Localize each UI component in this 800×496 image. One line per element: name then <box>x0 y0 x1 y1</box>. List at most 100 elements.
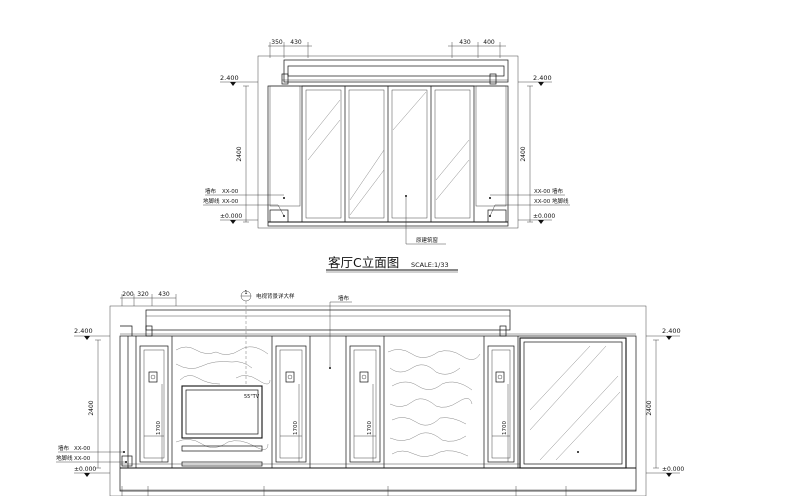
marble-vein <box>175 439 269 450</box>
wall-sconce-icon <box>285 371 295 383</box>
bottom-legend-label: 地脚线 <box>56 454 73 462</box>
top-bulkhead-end-right <box>489 73 497 85</box>
top-window-pane-4 <box>434 89 471 219</box>
marble-vein <box>389 432 467 442</box>
top-level-marker <box>538 220 544 224</box>
wall-note-text: 墙布 <box>338 294 350 302</box>
bottom-elevation: 1700 1700 1700 1700 <box>56 290 684 496</box>
top-level-top-left: 2.400 <box>220 74 239 82</box>
sconce-panel-inner <box>279 349 303 459</box>
top-legend-dot <box>283 215 285 217</box>
top-legend-code: XX-00 <box>222 189 239 195</box>
sconce-panel: 1700 <box>275 345 307 463</box>
top-glass-reflection <box>435 139 470 181</box>
sconce-height-label: 1700 <box>156 421 162 435</box>
bottom-room-outline <box>119 335 637 492</box>
bottom-height-label-left: 2400 <box>88 400 95 415</box>
top-legend-label: 墙布 <box>552 187 564 195</box>
top-bulkhead <box>283 59 509 83</box>
sconce-height-label: 1700 <box>367 421 373 435</box>
bottom-window-inner <box>523 341 623 465</box>
top-elevation: 350 430 430 400 2.400 ±0.000 2400 2.400 … <box>203 39 570 273</box>
wall-sconce-icon <box>495 371 505 383</box>
marble-vein <box>175 361 253 369</box>
top-level-bottom-left: ±0.000 <box>220 213 242 220</box>
top-level-top-right: 2.400 <box>533 74 552 82</box>
bottom-dim-label: 430 <box>158 291 170 298</box>
sconce-height-label: 1700 <box>502 421 508 435</box>
marble-vein <box>389 364 461 375</box>
top-legend-label: 墙布 <box>205 187 217 195</box>
wall-sconce-icon <box>359 371 369 383</box>
bottom-dim-label: 200 <box>122 291 134 298</box>
tv-size-label: 55"TV <box>244 394 260 400</box>
top-level-bottom-right: ±0.000 <box>533 213 555 220</box>
top-pilaster-right <box>475 85 507 207</box>
bottom-legend-label: 墙布 <box>58 444 70 452</box>
bottom-legend-dot <box>123 451 125 453</box>
sconce-panel: 1700 <box>349 345 381 463</box>
wall-sconce-bulb <box>287 374 293 380</box>
bottom-window-frame <box>519 337 627 469</box>
bottom-legend-code: XX-00 <box>74 446 91 452</box>
bottom-bulkhead-end <box>145 325 153 337</box>
top-legend-dot <box>489 197 491 199</box>
bottom-level-top-left: 2.400 <box>74 327 93 335</box>
bottom-level-top-right: 2.400 <box>662 327 681 335</box>
marble-vein <box>387 349 481 360</box>
marble-texture <box>175 346 481 457</box>
top-level-marker <box>538 82 544 86</box>
marble-vein <box>235 375 271 385</box>
marble-vein <box>391 381 473 391</box>
top-dim-label: 430 <box>459 39 471 46</box>
top-glass-reflection <box>435 159 470 201</box>
bottom-level-bottom-left: ±0.000 <box>74 466 96 473</box>
bottom-level-marker <box>84 473 90 477</box>
bottom-level-marker <box>666 336 672 340</box>
top-legend-code: XX-00 <box>222 199 239 205</box>
marble-vein <box>391 450 469 457</box>
top-bulkhead-end-left <box>281 73 289 85</box>
sconce-panel-frame <box>139 345 169 463</box>
top-height-label-right: 2400 <box>520 146 527 161</box>
bottom-outer-frame <box>109 305 647 496</box>
bottom-legend-code: XX-00 <box>74 456 91 462</box>
bottom-dim-label: 320 <box>137 291 149 298</box>
top-pilaster-left <box>269 85 301 207</box>
tv-outline <box>181 385 263 439</box>
top-level-marker <box>230 82 236 86</box>
wall-sconce-bulb <box>150 374 156 380</box>
sconce-panel-inner <box>491 349 511 459</box>
sconce-panel: 1700 <box>487 345 515 463</box>
top-window-pane-3 <box>391 89 428 219</box>
bottom-level-marker <box>84 336 90 340</box>
bottom-bulkhead-end <box>499 325 507 337</box>
top-height-label-left: 2400 <box>236 146 243 161</box>
sconce-panel-inner <box>143 349 165 459</box>
wall-sconce-bulb <box>361 374 367 380</box>
bottom-glass-reflection <box>529 345 607 431</box>
top-legend-code: XX-00 <box>534 189 551 195</box>
top-window-pane-1 <box>305 89 342 219</box>
top-glass-reflection <box>392 91 427 131</box>
top-glass-reflection <box>307 99 341 141</box>
marble-vein <box>175 346 269 355</box>
top-outer-frame <box>257 55 519 229</box>
sconce-panel-frame <box>349 345 381 463</box>
sconce-panel-frame <box>487 345 515 463</box>
detail-callout-text: 电视背景详大样 <box>256 292 295 300</box>
bottom-legend-dot <box>125 461 127 463</box>
top-legend-leader <box>489 204 496 217</box>
tv-screen <box>185 389 259 435</box>
bottom-level-bottom-right: ±0.000 <box>662 466 684 473</box>
top-level-marker <box>230 220 236 224</box>
top-legend-dot <box>283 197 285 199</box>
bottom-bulkhead <box>145 309 511 331</box>
bottom-glass-reflection <box>555 391 621 461</box>
bottom-skirting-end <box>121 455 133 467</box>
sconce-panel-inner <box>353 349 377 459</box>
sconce-panel-frame <box>275 345 307 463</box>
detail-callout-number: 1 <box>244 290 247 296</box>
top-legend-leader <box>277 204 285 217</box>
